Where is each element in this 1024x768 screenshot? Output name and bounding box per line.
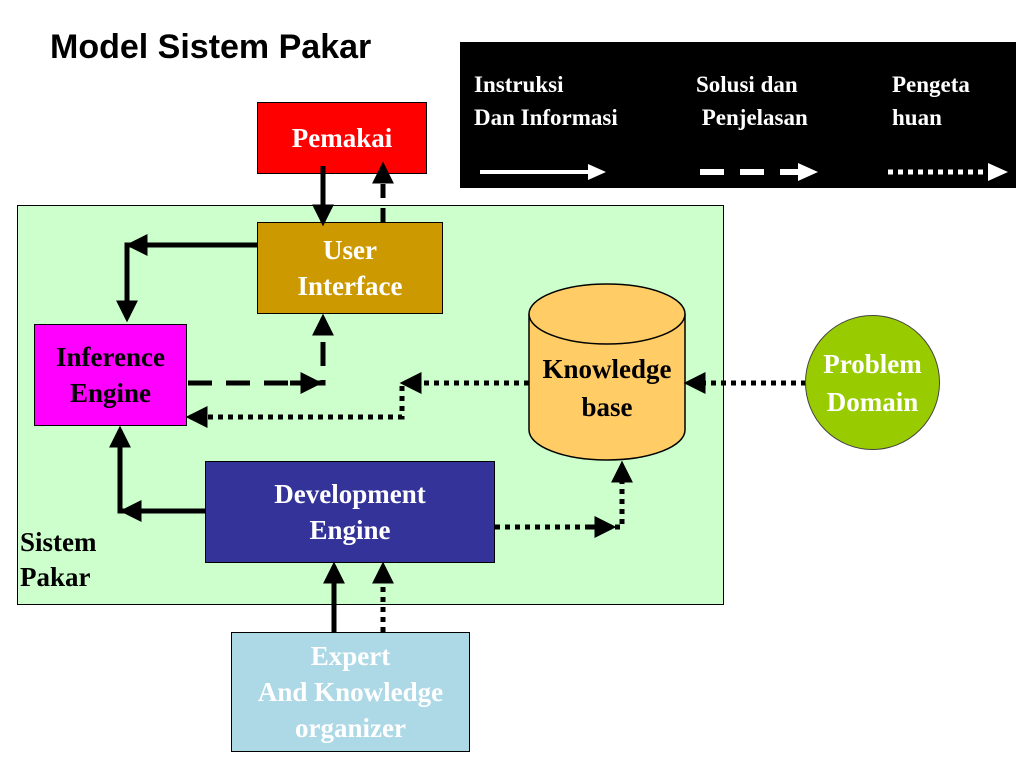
legend-dashed-arrow <box>700 163 818 181</box>
arrow-ui-to-inference <box>115 242 257 323</box>
legend-panel: Instruksi Dan Informasi Solusi dan Penje… <box>460 42 1016 188</box>
user-interface-box: User Interface <box>257 222 443 314</box>
inference-engine-box: Inference Engine <box>34 324 187 426</box>
legend-solid-arrow <box>480 164 606 180</box>
legend-dotted-arrow <box>888 163 1008 181</box>
user-box: Pemakai <box>257 102 427 174</box>
legend-arrows <box>480 163 1008 181</box>
problem-domain-circle: Problem Domain <box>805 315 940 450</box>
knowledge-base-label: Knowledge base <box>542 354 672 422</box>
slide-title: Model Sistem Pakar <box>50 28 372 66</box>
legend-label-knowledge: Pengeta huan <box>892 72 970 130</box>
arrow-dev-to-inference <box>108 425 205 514</box>
expert-box: Expert And Knowledge organizer <box>231 632 470 752</box>
arrow-dev-to-kb <box>495 460 634 530</box>
knowledge-base-cylinder <box>528 283 686 461</box>
legend-label-solution: Solusi dan Penjelasan <box>696 72 808 130</box>
legend-label-instruction: Instruksi Dan Informasi <box>474 72 618 130</box>
arrow-inference-to-ui <box>188 313 335 386</box>
development-engine-box: Development Engine <box>205 461 495 563</box>
system-label: Sistem Pakar <box>20 527 97 592</box>
arrow-kb-to-inference <box>185 380 529 429</box>
